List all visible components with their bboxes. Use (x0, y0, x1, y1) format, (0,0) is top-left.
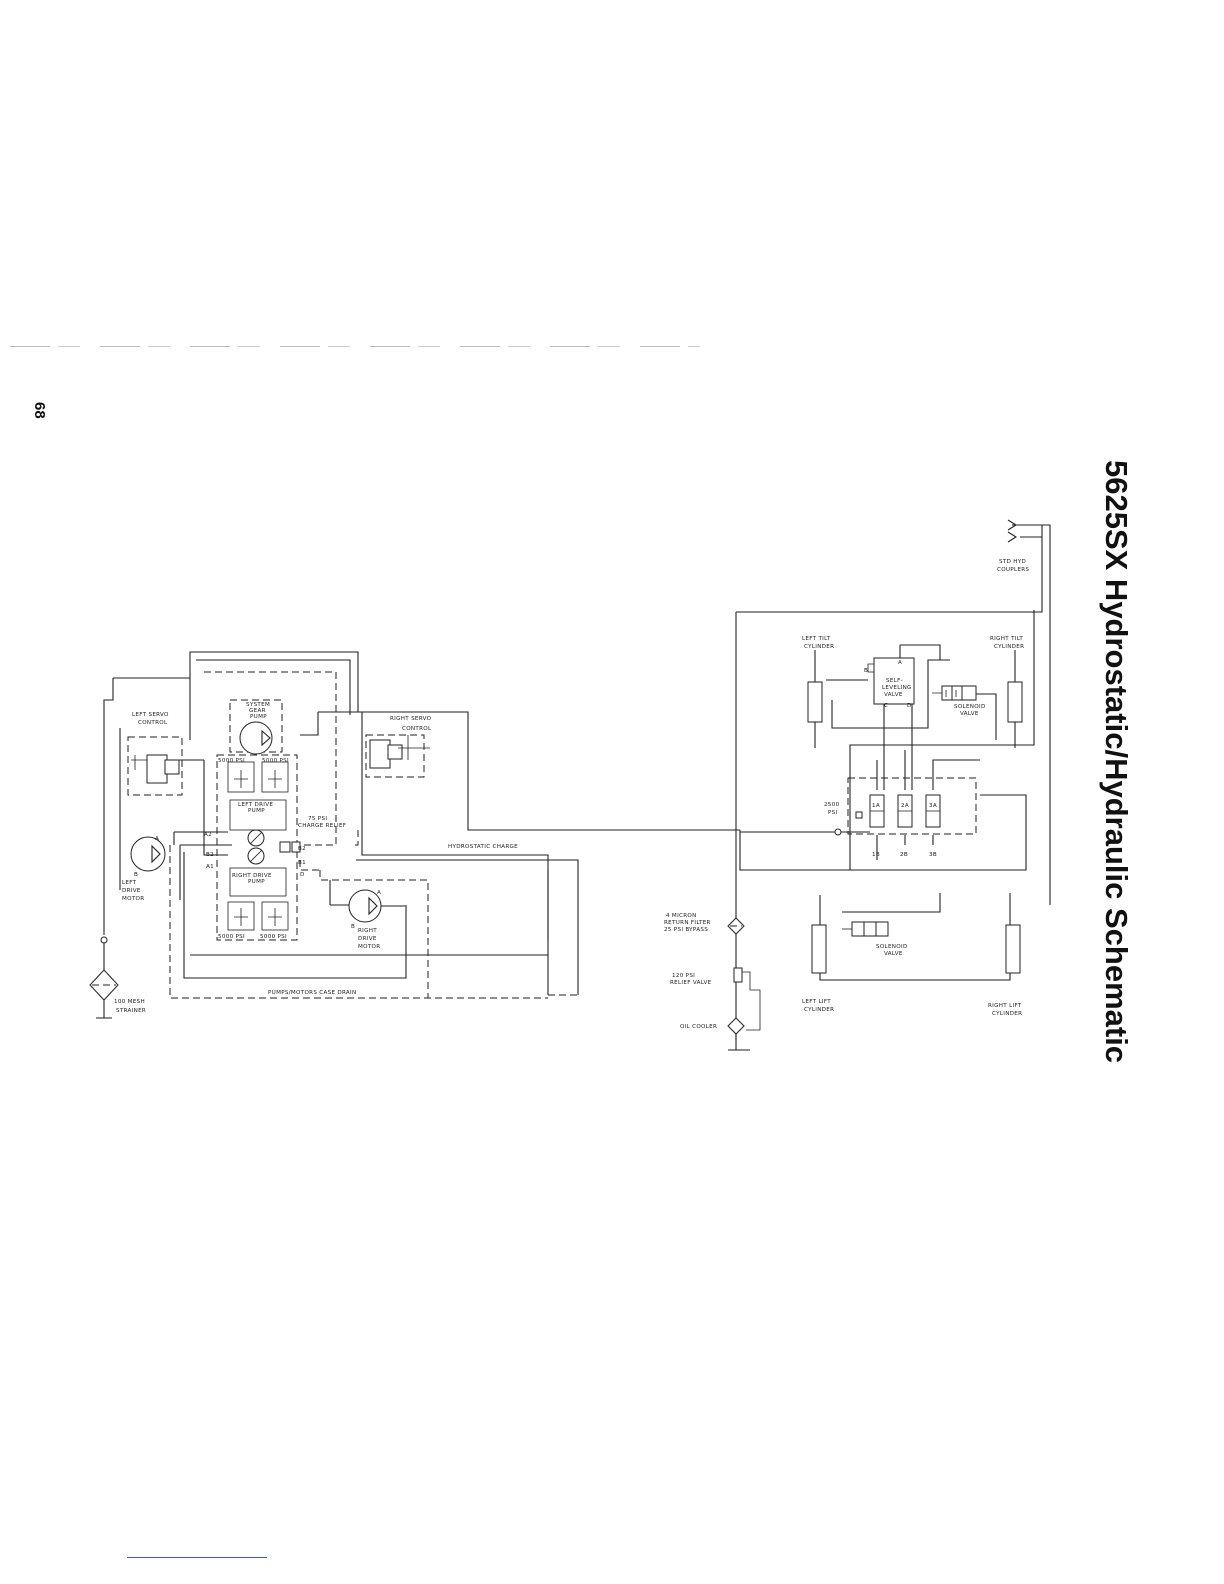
motor-port-b-left: B (134, 872, 138, 878)
self-leveling-label-1: SELF- (886, 678, 903, 684)
psi-5000-br: 5000 PSI (260, 934, 287, 940)
relief-valve-label-1: 120 PSI (672, 973, 695, 979)
right-drive-motor-label-1: RIGHT (358, 928, 377, 934)
spool-1b: 1B (872, 852, 880, 858)
psi-5000-tl: 5000 PSI (218, 758, 245, 764)
filter-label-1: 4 MICRON (666, 913, 697, 919)
filter-label-3: 25 PSI BYPASS (664, 927, 708, 933)
left-tilt-label-2: CYLINDER (804, 644, 834, 650)
strainer-label-2: STRAINER (116, 1008, 146, 1014)
right-drive-motor-label-2: DRIVE (358, 936, 377, 942)
motor-port-a-right: A (377, 890, 381, 896)
system-pump-label-1: SYSTEM (246, 702, 270, 708)
left-servo-label-1: LEFT SERVO (132, 712, 169, 718)
port-d-pump-label: D (300, 872, 305, 878)
right-lift-label-2: CYLINDER (992, 1011, 1022, 1017)
system-pump-label-3: PUMP (250, 714, 267, 720)
right-servo-label-1: RIGHT SERVO (390, 716, 432, 722)
psi-2500-label-1: 2500 (824, 802, 840, 808)
case-drain-label: PUMPS/MOTORS CASE DRAIN (268, 990, 357, 996)
lower-solenoid-label-2: VALVE (884, 951, 903, 957)
hydrostatic-circuit (89, 651, 740, 1019)
self-leveling-port-b: B (864, 668, 868, 674)
upper-solenoid-label-1: SOLENOID (954, 704, 986, 710)
psi-5000-tr: 5000 PSI (262, 758, 289, 764)
right-drive-pump-label-2: PUMP (248, 879, 265, 885)
self-leveling-label-2: LEVELING (882, 685, 912, 691)
left-drive-motor-label-2: DRIVE (122, 888, 141, 894)
spool-1a: 1A (872, 803, 880, 809)
left-drive-pump-label-1: LEFT DRIVE (238, 802, 273, 808)
right-servo-label-2: CONTROL (402, 726, 432, 732)
self-leveling-label-3: VALVE (884, 692, 903, 698)
right-tilt-label-1: RIGHT TILT (990, 636, 1023, 642)
left-drive-pump-label-2: PUMP (248, 808, 265, 814)
relief-valve-label-2: RELIEF VALVE (670, 980, 712, 986)
oil-cooler-label: OIL COOLER (680, 1024, 717, 1030)
self-leveling-port-a: A (898, 660, 902, 666)
spool-2a: 2A (901, 803, 909, 809)
scan-artifact-line (10, 346, 700, 347)
charge-relief-label-2: CHARGE RELIEF (298, 823, 346, 829)
left-lift-label-1: LEFT LIFT (802, 999, 831, 1005)
left-drive-motor-label-1: LEFT (122, 880, 137, 886)
hydrostatic-labels: LEFT SERVO CONTROL SYSTEM GEAR PUMP 5000… (114, 702, 518, 1014)
self-leveling-port-d: D (907, 703, 912, 709)
spool-2b: 2B (900, 852, 908, 858)
spool-3b: 3B (929, 852, 937, 858)
filter-label-2: RETURN FILTER (664, 920, 711, 926)
charge-relief-label-1: 75 PSI (308, 816, 327, 822)
port-b2-label: B2 (298, 846, 306, 852)
upper-solenoid-label-2: VALVE (960, 711, 979, 717)
right-drive-motor-label-3: MOTOR (358, 944, 380, 950)
port-b2-left-label: B2 (206, 852, 214, 858)
system-pump-label-2: GEAR (249, 708, 266, 714)
right-tilt-label-2: CYLINDER (994, 644, 1024, 650)
port-a1-label: A1 (206, 864, 214, 870)
psi-2500-label-2: PSI (828, 810, 838, 816)
footer-rule (127, 1557, 267, 1558)
left-servo-label-2: CONTROL (138, 720, 168, 726)
left-tilt-label-1: LEFT TILT (802, 636, 831, 642)
strainer-label-1: 100 MESH (114, 999, 145, 1005)
hydraulic-labels: STD HYD COUPLERS LEFT TILT CYLINDER RIGH… (664, 559, 1029, 1030)
left-lift-label-2: CYLINDER (804, 1007, 834, 1013)
lower-solenoid-label-1: SOLENOID (876, 944, 908, 950)
port-b1-label: B1 (298, 860, 306, 866)
right-lift-label-1: RIGHT LIFT (988, 1003, 1022, 1009)
right-drive-pump-label-1: RIGHT DRIVE (232, 873, 272, 879)
hydraulic-circuit (727, 519, 1051, 1051)
psi-5000-bl: 5000 PSI (218, 934, 245, 940)
motor-port-a-left: A (155, 836, 159, 842)
std-couplers-label-2: COUPLERS (997, 567, 1029, 573)
spool-3a: 3A (929, 803, 937, 809)
left-drive-motor-label-3: MOTOR (122, 896, 144, 902)
port-a2-label: A2 (204, 832, 212, 838)
motor-port-b-right: B (351, 924, 355, 930)
self-leveling-port-c: C (884, 703, 888, 709)
hydrostatic-charge-label: HYDROSTATIC CHARGE (448, 844, 518, 850)
std-couplers-label-1: STD HYD (999, 559, 1026, 565)
